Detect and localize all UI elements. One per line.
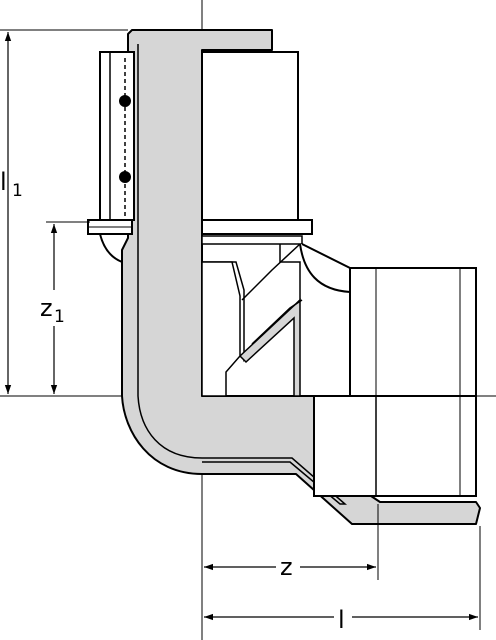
upper-insert-rim	[201, 219, 313, 235]
l1-subscript: 1	[12, 181, 23, 201]
z1-subscript: 1	[54, 307, 65, 327]
l-label: l	[338, 606, 345, 634]
threaded-port-upper	[349, 267, 477, 397]
cavity-slope	[241, 243, 301, 301]
sleeve-neck	[99, 233, 123, 263]
cavity-slope-inner	[251, 299, 303, 345]
indicator-dot-upper	[119, 95, 131, 107]
press-sleeve-outer	[99, 51, 135, 221]
upper-insert-ring	[201, 235, 303, 245]
threaded-port-lower	[313, 395, 477, 497]
indicator-dot-lower	[119, 171, 131, 183]
l-label-mask	[334, 600, 352, 632]
z-label: z	[280, 553, 293, 581]
z1-label-mask	[38, 290, 70, 326]
branch-shoulder	[299, 243, 351, 294]
inner-web-left	[201, 261, 241, 397]
inner-web-section	[238, 298, 301, 397]
l1-label: l	[0, 168, 7, 196]
z-label-mask	[276, 552, 300, 580]
z1-label: z	[40, 294, 53, 322]
upper-insert-body	[201, 51, 299, 221]
